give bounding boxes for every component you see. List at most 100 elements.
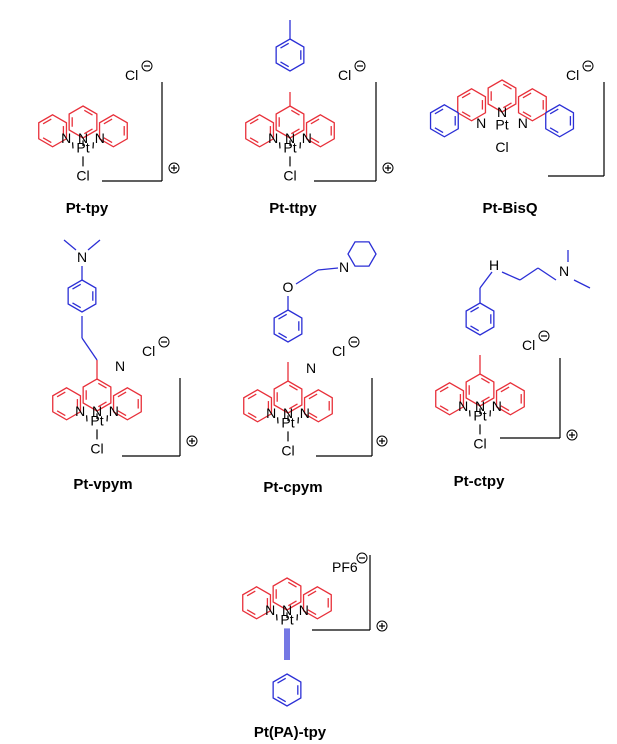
bond — [290, 109, 300, 116]
bond — [287, 581, 297, 588]
bond — [480, 377, 490, 384]
n-atom-right: N — [302, 130, 312, 146]
ring — [457, 88, 487, 122]
ring — [38, 114, 68, 148]
bond — [522, 111, 532, 118]
bond — [434, 108, 444, 115]
platinum-atom: Pt — [473, 407, 486, 423]
bond — [307, 609, 317, 616]
counterion: Cl — [332, 343, 345, 359]
ring — [243, 389, 273, 423]
chloride-ligand: Cl — [495, 139, 508, 155]
ring — [465, 302, 495, 336]
bond — [42, 118, 52, 125]
bond — [439, 386, 449, 393]
n-atom-left: N — [458, 398, 468, 414]
bond — [42, 137, 52, 144]
platinum-atom: Pt — [280, 611, 293, 627]
ring — [435, 382, 465, 416]
dimethylamine-n-atom: N — [559, 263, 569, 279]
amine-h-atom: H — [489, 257, 499, 273]
ring — [112, 387, 142, 421]
compound-name: Pt-BisQ — [482, 200, 537, 217]
ring — [465, 373, 495, 407]
bond — [72, 302, 82, 309]
bond — [295, 269, 319, 285]
bond — [470, 325, 480, 332]
bond — [310, 118, 320, 125]
negative-charge — [356, 552, 368, 564]
bond — [117, 410, 127, 417]
bond — [103, 118, 113, 125]
platinum-atom: Pt — [90, 412, 103, 428]
n-atom-center: N — [92, 403, 102, 419]
compound-name: Pt-ttpy — [269, 200, 317, 217]
ring — [545, 104, 575, 138]
compound-name: Pt-tpy — [66, 200, 109, 217]
ring — [303, 389, 333, 423]
bond — [247, 393, 257, 400]
compound-name: Pt(PA)-tpy — [254, 724, 327, 741]
bond — [501, 271, 521, 281]
ring — [68, 105, 98, 139]
bond — [277, 677, 287, 684]
n-atom-left: N — [265, 602, 275, 618]
counterion: Cl — [566, 67, 579, 83]
bond — [72, 283, 82, 290]
bond — [308, 412, 318, 419]
ring — [305, 114, 335, 148]
ring — [272, 577, 302, 611]
ring — [273, 380, 303, 414]
dimethylamine-n-atom: N — [77, 249, 87, 265]
bond — [56, 410, 66, 417]
bond — [81, 337, 98, 361]
bond — [56, 391, 66, 398]
ring — [275, 38, 305, 72]
positive-charge — [376, 620, 388, 632]
bond — [500, 405, 510, 412]
compound-name: Pt-vpym — [73, 476, 132, 493]
chloride-ligand: Cl — [281, 442, 294, 458]
ring — [273, 309, 303, 343]
ring — [242, 586, 272, 620]
bond — [278, 313, 288, 320]
n-atom-center: N — [497, 104, 507, 120]
ring — [429, 104, 459, 138]
bond — [83, 109, 93, 116]
compound-name: Pt-ctpy — [454, 473, 505, 490]
n-atom-right: N — [95, 130, 105, 146]
bond — [117, 391, 127, 398]
bond — [434, 127, 444, 134]
bond — [280, 42, 290, 49]
ring — [487, 79, 517, 113]
negative-charge — [582, 60, 594, 72]
n-atom-right: N — [518, 115, 528, 131]
platinum-atom: Pt — [495, 117, 508, 133]
bond — [480, 396, 490, 403]
ring — [245, 114, 275, 148]
ring — [272, 673, 302, 707]
n-atom-left: N — [268, 130, 278, 146]
bond — [549, 127, 559, 134]
chloride-ligand: Cl — [90, 440, 103, 456]
ether-o-atom: O — [283, 279, 294, 295]
positive-charge — [382, 162, 394, 174]
positive-charge — [168, 162, 180, 174]
bond — [502, 83, 512, 90]
n-atom-left: N — [75, 403, 85, 419]
bond — [103, 137, 113, 144]
bond — [307, 590, 317, 597]
counterion: Cl — [125, 67, 138, 83]
platinum-atom: Pt — [76, 139, 89, 155]
positive-charge — [566, 429, 578, 441]
ring — [275, 105, 305, 139]
bond — [461, 92, 471, 99]
chloride-ligand: Cl — [76, 167, 89, 183]
n-atom-center: N — [282, 602, 292, 618]
n-atom-right: N — [109, 403, 119, 419]
